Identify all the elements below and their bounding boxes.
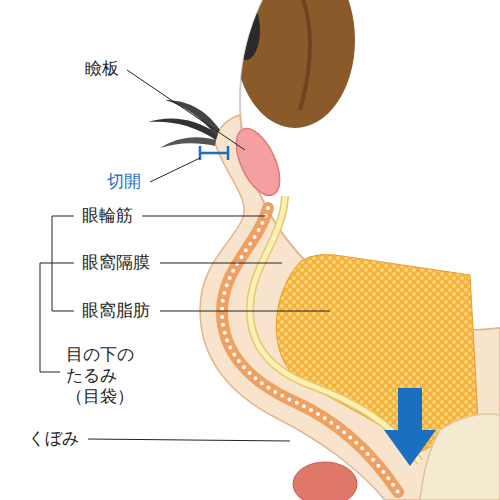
part-label: 眼窩脂肪 <box>82 300 150 321</box>
arrow-head <box>384 430 436 466</box>
eyelash <box>165 100 220 136</box>
bone <box>420 414 500 500</box>
cheek-muscle <box>293 462 357 500</box>
arrow-shaft <box>398 388 422 432</box>
label-holder: 眼窩脂肪 <box>82 300 150 321</box>
label-holder: 目の下の たるみ （目袋） <box>66 344 140 407</box>
part-label: 目の下の たるみ （目袋） <box>66 344 140 407</box>
iris <box>235 0 355 128</box>
leader-line <box>127 70 245 150</box>
label-holder: 瞼板 <box>85 58 119 79</box>
label-holder: 眼窩隔膜 <box>82 252 150 273</box>
tarsus <box>227 122 288 202</box>
muscle-dots <box>222 208 398 492</box>
orbicularis-muscle <box>222 208 398 492</box>
leader-line <box>160 311 330 312</box>
part-label: 眼窩隔膜 <box>82 252 150 273</box>
part-label: 眼輪筋 <box>82 205 133 226</box>
part-label: くぼみ <box>28 428 79 449</box>
eyelash <box>160 137 216 148</box>
iris-shade <box>300 0 310 110</box>
label-holder: 切開 <box>107 171 141 192</box>
part-label: 瞼板 <box>85 58 119 79</box>
leader-line <box>160 263 282 264</box>
label-holder: くぼみ <box>28 428 79 449</box>
part-label: 切開 <box>107 171 141 192</box>
lower-eyelid <box>200 115 500 500</box>
leader-line <box>142 216 266 217</box>
label-holder: 眼輪筋 <box>82 205 133 226</box>
cornea <box>232 0 260 60</box>
leader-line <box>88 439 290 441</box>
incision-mark <box>200 146 228 160</box>
leader-line <box>150 158 200 182</box>
